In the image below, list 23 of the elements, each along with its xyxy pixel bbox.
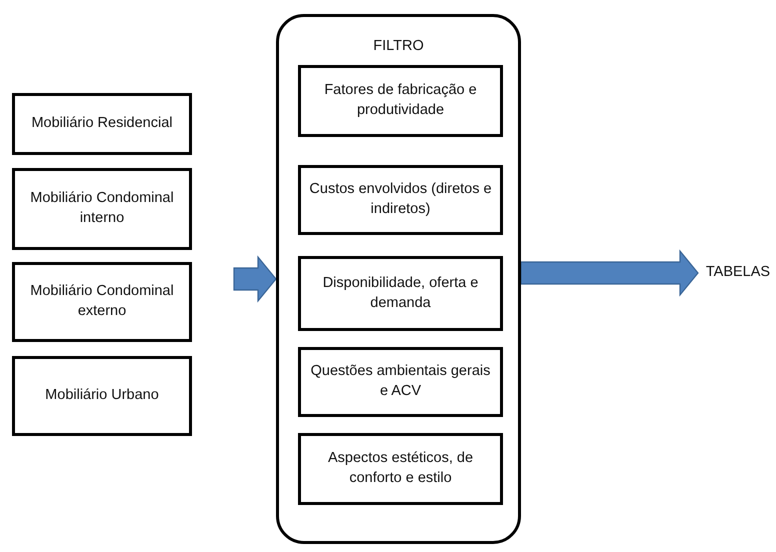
- box-label: Mobiliário Residencial: [31, 114, 173, 134]
- box-label: Disponibilidade, oferta e demanda: [322, 274, 480, 312]
- panel-title: FILTRO: [373, 37, 424, 56]
- process-box: [12, 168, 192, 250]
- process-box: [12, 93, 192, 155]
- process-box: [298, 165, 503, 235]
- box-label: Aspectos estéticos, de conforto e estilo: [326, 449, 474, 488]
- process-box: [298, 347, 503, 417]
- process-box: [12, 356, 192, 436]
- box-label: Questões ambientais gerais e ACV: [310, 362, 492, 401]
- box-label: Mobiliário Condominal interno: [29, 189, 175, 228]
- box-label: Custos envolvidos (diretos e indiretos): [309, 180, 492, 219]
- process-box: [298, 65, 503, 137]
- process-box: [12, 262, 192, 342]
- box-label: Fatores de fabricação e produtividade: [323, 81, 478, 120]
- box-label: Mobiliário Condominal externo: [29, 282, 175, 321]
- block-arrow: [520, 249, 699, 297]
- process-box: [298, 256, 503, 331]
- box-label: Mobiliário Urbano: [45, 386, 159, 406]
- block-arrow: [233, 255, 277, 303]
- process-box: [298, 433, 503, 505]
- output-label: TABELAS: [706, 263, 770, 282]
- filter-panel: [276, 14, 521, 544]
